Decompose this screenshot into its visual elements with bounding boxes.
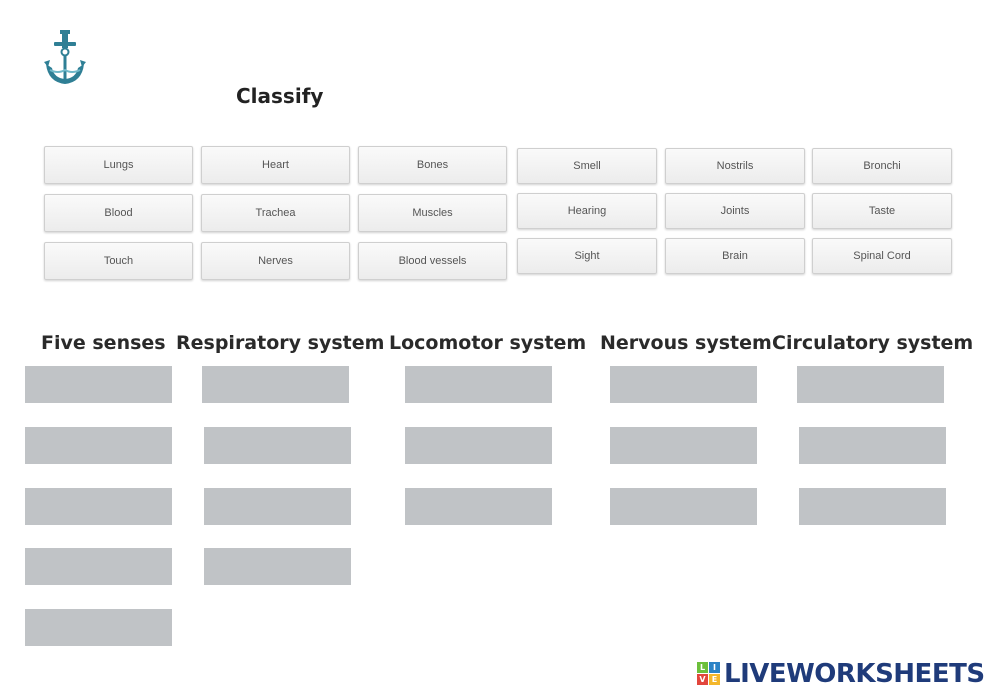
brand-mark-letter: L: [697, 662, 708, 673]
brand-text: LIVEWORKSHEETS: [724, 659, 985, 689]
page-title: Classify: [236, 84, 324, 108]
word-chip[interactable]: Lungs: [44, 146, 193, 184]
word-chip[interactable]: Heart: [201, 146, 350, 184]
drop-box-five-senses[interactable]: [25, 609, 172, 646]
drop-box-five-senses[interactable]: [25, 366, 172, 403]
anchor-logo-icon: [44, 30, 86, 84]
drop-box-circulatory[interactable]: [799, 427, 946, 464]
drop-box-locomotor[interactable]: [405, 488, 552, 525]
drop-box-respiratory[interactable]: [204, 548, 351, 585]
drop-box-nervous[interactable]: [610, 366, 757, 403]
word-chip[interactable]: Joints: [665, 193, 805, 229]
drop-box-respiratory[interactable]: [204, 427, 351, 464]
word-chip[interactable]: Blood vessels: [358, 242, 507, 280]
drop-box-nervous[interactable]: [610, 427, 757, 464]
drop-box-five-senses[interactable]: [25, 427, 172, 464]
word-chip[interactable]: Nostrils: [665, 148, 805, 184]
word-chip[interactable]: Spinal Cord: [812, 238, 952, 274]
word-chip[interactable]: Taste: [812, 193, 952, 229]
word-chip[interactable]: Trachea: [201, 194, 350, 232]
word-chip[interactable]: Muscles: [358, 194, 507, 232]
drop-box-circulatory[interactable]: [797, 366, 944, 403]
drop-box-respiratory[interactable]: [202, 366, 349, 403]
brand-mark-letter: I: [709, 662, 720, 673]
category-heading: Locomotor system: [389, 332, 587, 354]
word-chip[interactable]: Hearing: [517, 193, 657, 229]
category-heading: Nervous system: [600, 332, 772, 354]
category-heading: Circulatory system: [772, 332, 974, 354]
drop-box-locomotor[interactable]: [405, 366, 552, 403]
drop-box-respiratory[interactable]: [204, 488, 351, 525]
word-chip[interactable]: Sight: [517, 238, 657, 274]
brand-mark-letter: V: [697, 674, 708, 685]
word-chip[interactable]: Brain: [665, 238, 805, 274]
brand-mark-letter: E: [709, 674, 720, 685]
category-heading: Respiratory system: [176, 332, 385, 354]
drop-box-nervous[interactable]: [610, 488, 757, 525]
word-chip[interactable]: Touch: [44, 242, 193, 280]
word-chip[interactable]: Nerves: [201, 242, 350, 280]
liveworksheets-brand: L I V E LIVEWORKSHEETS: [697, 659, 985, 689]
drop-box-five-senses[interactable]: [25, 488, 172, 525]
drop-box-circulatory[interactable]: [799, 488, 946, 525]
drop-box-five-senses[interactable]: [25, 548, 172, 585]
word-chip[interactable]: Bones: [358, 146, 507, 184]
word-chip[interactable]: Blood: [44, 194, 193, 232]
word-chip[interactable]: Smell: [517, 148, 657, 184]
liveworksheets-logo-icon: L I V E: [697, 662, 721, 686]
word-chip[interactable]: Bronchi: [812, 148, 952, 184]
drop-box-locomotor[interactable]: [405, 427, 552, 464]
category-heading: Five senses: [41, 332, 166, 354]
